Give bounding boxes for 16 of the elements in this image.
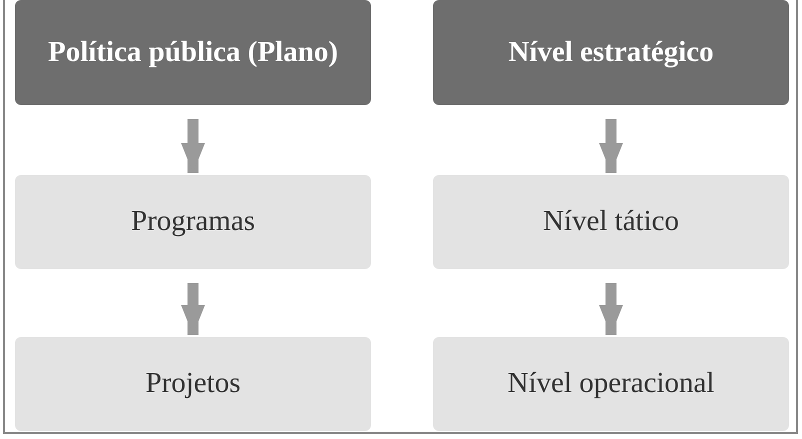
box-label: Projetos	[145, 366, 241, 402]
level-box	[433, 337, 789, 431]
header-box	[15, 0, 371, 105]
box-label: Política pública (Plano)	[48, 34, 338, 70]
arrow	[181, 119, 205, 173]
level-box	[15, 175, 371, 269]
box-label: Nível tático	[542, 204, 680, 240]
arrow	[599, 283, 623, 335]
level-box	[433, 175, 789, 269]
level-box	[15, 337, 371, 431]
arrow	[181, 283, 205, 335]
arrow	[599, 119, 623, 173]
box-label: Nível operacional	[508, 366, 714, 402]
box-label: Programas	[130, 204, 256, 240]
header-box	[433, 0, 789, 105]
box-label: Nível estratégico	[508, 34, 714, 70]
